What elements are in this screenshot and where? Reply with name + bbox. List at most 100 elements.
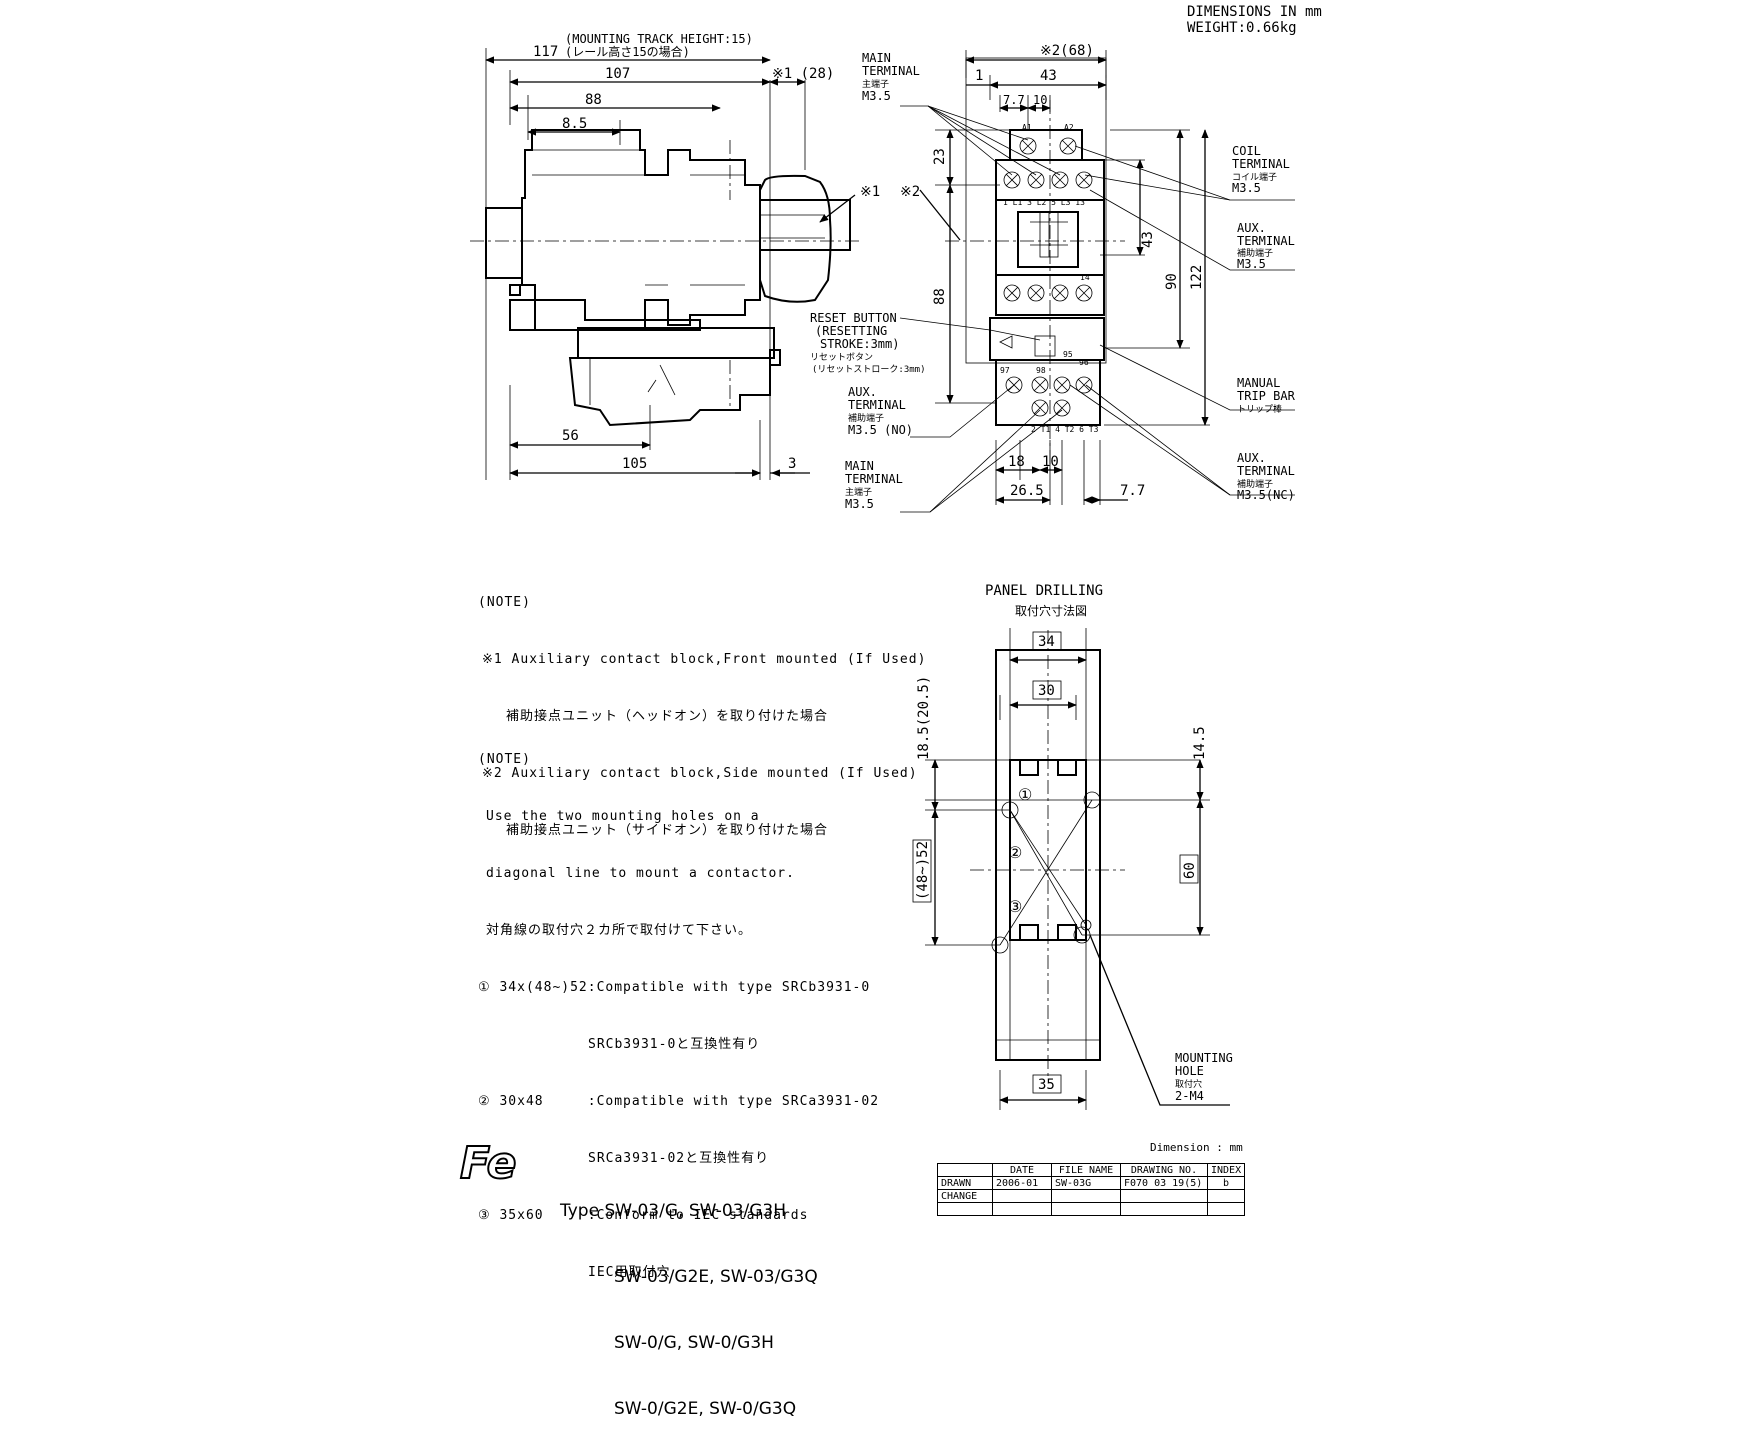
terminal-98: 98 — [1036, 366, 1046, 375]
svg-text:補助端子: 補助端子 — [1237, 247, 1273, 259]
dimensions-unit-label: DIMENSIONS IN mm — [1187, 4, 1322, 20]
svg-text:(RESETTING: (RESETTING — [815, 324, 887, 338]
svg-text:AUX.: AUX. — [1237, 221, 1266, 235]
note2-title: (NOTE) — [478, 752, 531, 767]
dim-43-top: 43 — [1040, 68, 1057, 84]
dim-18: 18 — [1008, 454, 1025, 470]
svg-text:Fe: Fe — [460, 1138, 516, 1189]
note1-line3: ※2 Auxiliary contact block,Side mounted … — [482, 766, 918, 781]
terminal-14: 14 — [1080, 273, 1090, 282]
dim-3: 3 — [788, 456, 796, 472]
note2-item2-a: ② 30x48 :Compatible with type SRCa3931-0… — [478, 1094, 880, 1109]
note-auxiliary-blocks: (NOTE) ※1 Auxiliary contact block,Front … — [478, 555, 926, 859]
note1-line1: ※1 Auxiliary contact block,Front mounted… — [482, 652, 927, 667]
dim-7-7-top: 7.7 — [1003, 93, 1025, 107]
dim-122: 122 — [1189, 265, 1205, 290]
note2-item1-a: ① 34x(48~)52:Compatible with type SRCb39… — [478, 980, 871, 995]
top-terminals — [1003, 137, 1093, 417]
svg-text:2-M4: 2-M4 — [1175, 1089, 1204, 1103]
note2-item1-b: SRCb3931-0と互換性有り — [588, 1037, 761, 1052]
drawing-canvas: DIMENSIONS IN mm WEIGHT:0.66kg — [459, 4, 1322, 1190]
svg-text:TERMINAL: TERMINAL — [1232, 157, 1290, 171]
svg-text:M3.5(NC): M3.5(NC) — [1237, 488, 1295, 502]
title-block-header-row: DATE FILE NAME DRAWING NO. INDEX — [937, 1163, 1246, 1177]
star2-marker: ※2 — [900, 184, 920, 200]
terminal-96: 96 — [1079, 358, 1089, 367]
dim-117: 117 — [533, 44, 558, 60]
note1-title: (NOTE) — [478, 595, 531, 610]
terminal-row-bottom: 2 T1 4 T2 6 T3 — [1031, 425, 1099, 434]
svg-text:(リセットストローク:3mm): (リセットストローク:3mm) — [812, 364, 926, 375]
dim-34: 34 — [1038, 634, 1055, 650]
dim-10-top: 10 — [1033, 93, 1047, 107]
dim-43-side: 43 — [1140, 231, 1156, 248]
dimension-unit-note: Dimension : mm — [1150, 1141, 1243, 1154]
svg-text:STROKE:3mm): STROKE:3mm) — [820, 337, 899, 351]
svg-text:TERMINAL: TERMINAL — [848, 398, 906, 412]
front-view-leaders — [899, 105, 1295, 513]
star1-marker: ※1 — [860, 184, 880, 200]
dim-10-bottom: 10 — [1042, 454, 1059, 470]
label-main-terminal-top: MAIN TERMINAL 主端子 M3.5 — [862, 51, 920, 103]
note1-line2: 補助接点ユニット（ヘッドオン）を取り付けた場合 — [506, 709, 829, 724]
svg-text:HOLE: HOLE — [1175, 1064, 1204, 1078]
panel-drilling: PANEL DRILLING 取付穴寸法図 — [912, 583, 1233, 1110]
svg-text:MAIN: MAIN — [845, 459, 874, 473]
terminal-row-top: 1 L1 3 L2 5 L3 13 — [1003, 198, 1085, 207]
svg-text:AUX.: AUX. — [848, 385, 877, 399]
panel-drilling-title: PANEL DRILLING — [985, 583, 1103, 599]
svg-text:取付穴: 取付穴 — [1175, 1078, 1202, 1090]
front-view: ※2(68) 1 43 7.7 10 23 88 43 90 122 18 10… — [810, 43, 1296, 513]
label-manual-trip-bar: MANUAL TRIP BAR トリップ棒 — [1237, 376, 1296, 415]
svg-text:M3.5: M3.5 — [862, 89, 891, 103]
title-block: DATE FILE NAME DRAWING NO. INDEX DRAWN 2… — [937, 1163, 1246, 1216]
title-block-empty-row — [937, 1202, 1246, 1216]
dim-star2-68: ※2(68) — [1040, 43, 1094, 59]
label-reset-button: RESET BUTTON (RESETTING STROKE:3mm) リセット… — [810, 311, 926, 375]
note1-line4: 補助接点ユニット（サイドオン）を取り付けた場合 — [506, 823, 829, 838]
note2-line1: Use the two mounting holes on a — [486, 809, 760, 824]
dim-1: 1 — [975, 68, 983, 84]
svg-text:M3.5: M3.5 — [845, 497, 874, 511]
svg-text:TRIP BAR: TRIP BAR — [1237, 389, 1296, 403]
label-main-terminal-bottom: MAIN TERMINAL 主端子 M3.5 — [845, 459, 903, 511]
dim-88-side: 88 — [585, 92, 602, 108]
svg-text:M3.5 (NO): M3.5 (NO) — [848, 423, 913, 437]
title-block-change-row: CHANGE — [937, 1189, 1246, 1203]
dim-26-5: 26.5 — [1010, 483, 1044, 499]
hole-circle-1: ① — [1018, 785, 1032, 804]
svg-text:AUX.: AUX. — [1237, 451, 1266, 465]
note2-line2: diagonal line to mount a contactor. — [486, 866, 795, 881]
dim-107: 107 — [605, 66, 630, 82]
note2-line3: 対角線の取付穴２カ所で取付けて下さい。 — [486, 923, 753, 938]
svg-text:RESET BUTTON: RESET BUTTON — [810, 311, 897, 325]
mounting-track-jp: (レール高さ15の場合) — [565, 44, 690, 59]
side-view: (MOUNTING TRACK HEIGHT:15) (レール高さ15の場合) … — [470, 32, 880, 480]
label-mounting-hole: MOUNTING HOLE 取付穴 2-M4 — [1175, 1051, 1233, 1103]
side-view-details — [532, 149, 825, 405]
svg-text:MANUAL: MANUAL — [1237, 376, 1280, 390]
dim-35: 35 — [1038, 1077, 1055, 1093]
weight-label: WEIGHT:0.66kg — [1187, 20, 1297, 36]
dim-8-5: 8.5 — [562, 116, 587, 132]
svg-text:補助端子: 補助端子 — [848, 412, 884, 424]
svg-text:コイル端子: コイル端子 — [1232, 171, 1277, 183]
fe-logo: Fe — [459, 1137, 517, 1190]
dim-star1-28: ※1 (28) — [772, 66, 834, 82]
svg-text:MOUNTING: MOUNTING — [1175, 1051, 1233, 1065]
dim-14-5: 14.5 — [1192, 726, 1208, 760]
title-block-drawn-row: DRAWN 2006-01 SW-03G F070 03 19(5) b — [937, 1176, 1246, 1190]
svg-text:リセットボタン: リセットボタン — [810, 352, 873, 363]
dim-56: 56 — [562, 428, 579, 444]
terminal-a2: A2 — [1064, 123, 1074, 132]
dim-90: 90 — [1164, 273, 1180, 290]
dim-88-front: 88 — [932, 288, 948, 305]
svg-text:トリップ棒: トリップ棒 — [1237, 403, 1282, 415]
svg-text:TERMINAL: TERMINAL — [845, 472, 903, 486]
note-mounting-holes: (NOTE) Use the two mounting holes on a d… — [478, 712, 879, 1301]
svg-text:COIL: COIL — [1232, 144, 1261, 158]
dim-60: 60 — [1182, 862, 1198, 879]
svg-text:M3.5: M3.5 — [1232, 181, 1261, 195]
dim-105: 105 — [622, 456, 647, 472]
label-aux-terminal-right: AUX. TERMINAL 補助端子 M3.5 — [1237, 221, 1295, 271]
